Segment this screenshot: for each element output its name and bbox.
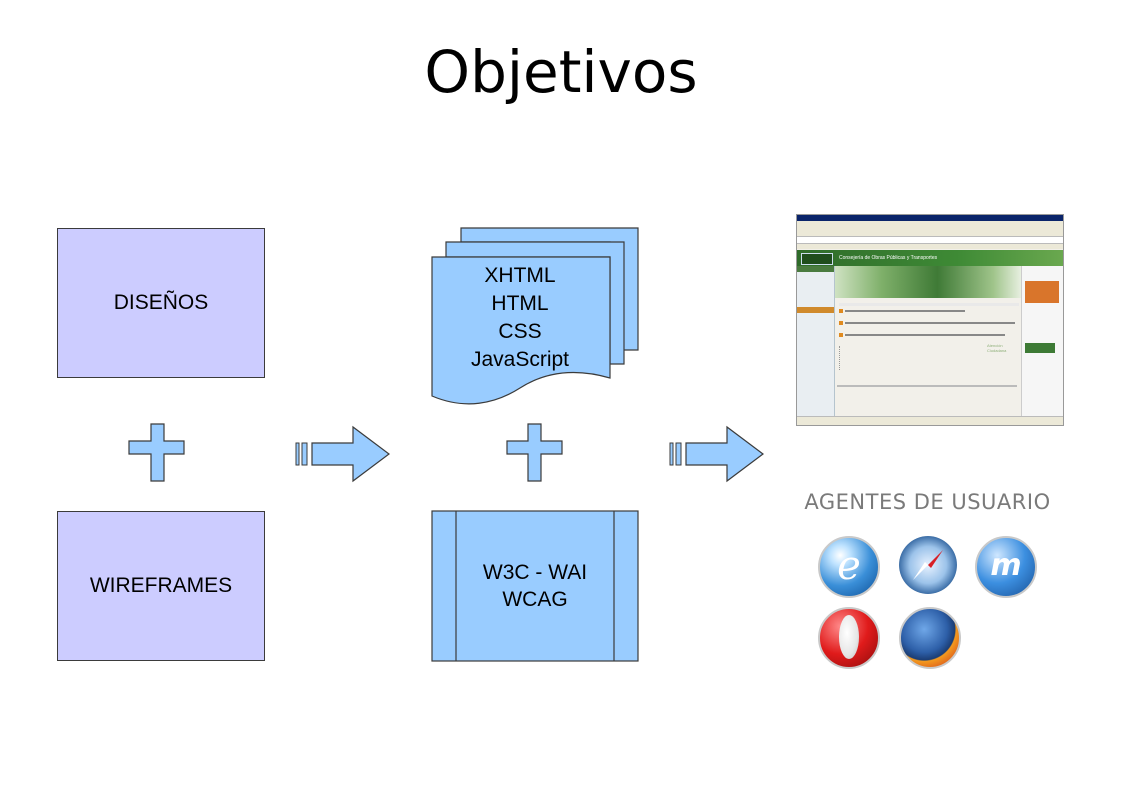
user-agents-label: AGENTES DE USUARIO (804, 490, 1051, 514)
doc-line-javascript: JavaScript (470, 348, 570, 371)
screenshot-side-badge: Atención Ciudadana (987, 343, 1007, 353)
maxthon-icon: m (975, 536, 1037, 598)
safari-icon (899, 536, 957, 594)
plus-icon-left (128, 423, 185, 482)
doc-line-css: CSS (498, 320, 542, 343)
document-text: XHTML HTML CSS JavaScript (432, 262, 608, 374)
standards-process-shape (431, 510, 639, 662)
website-screenshot: Consejería de Obras Públicas y Transport… (796, 214, 1064, 426)
designs-box: DISEÑOS (57, 228, 265, 378)
arrow-right-icon-1 (295, 425, 390, 483)
screenshot-site-name: Consejería de Obras Públicas y Transport… (839, 255, 938, 261)
doc-line-html: HTML (491, 292, 549, 315)
standards-line-wcag: WCAG (502, 588, 568, 611)
opera-icon (818, 607, 880, 669)
firefox-icon (899, 607, 961, 669)
plus-icon-middle (506, 423, 563, 482)
internet-explorer-icon: e (818, 536, 880, 598)
designs-label: DISEÑOS (113, 291, 209, 314)
wireframes-box: WIREFRAMES (57, 511, 265, 661)
arrow-right-icon-2 (669, 425, 764, 483)
multi-document-shape (431, 227, 639, 405)
standards-line-w3c: W3C - WAI (482, 561, 588, 584)
doc-line-xhtml: XHTML (484, 264, 556, 287)
wireframes-label: WIREFRAMES (89, 574, 233, 597)
standards-text: W3C - WAI WCAG (456, 559, 614, 613)
page-title: Objetivos (424, 38, 698, 106)
